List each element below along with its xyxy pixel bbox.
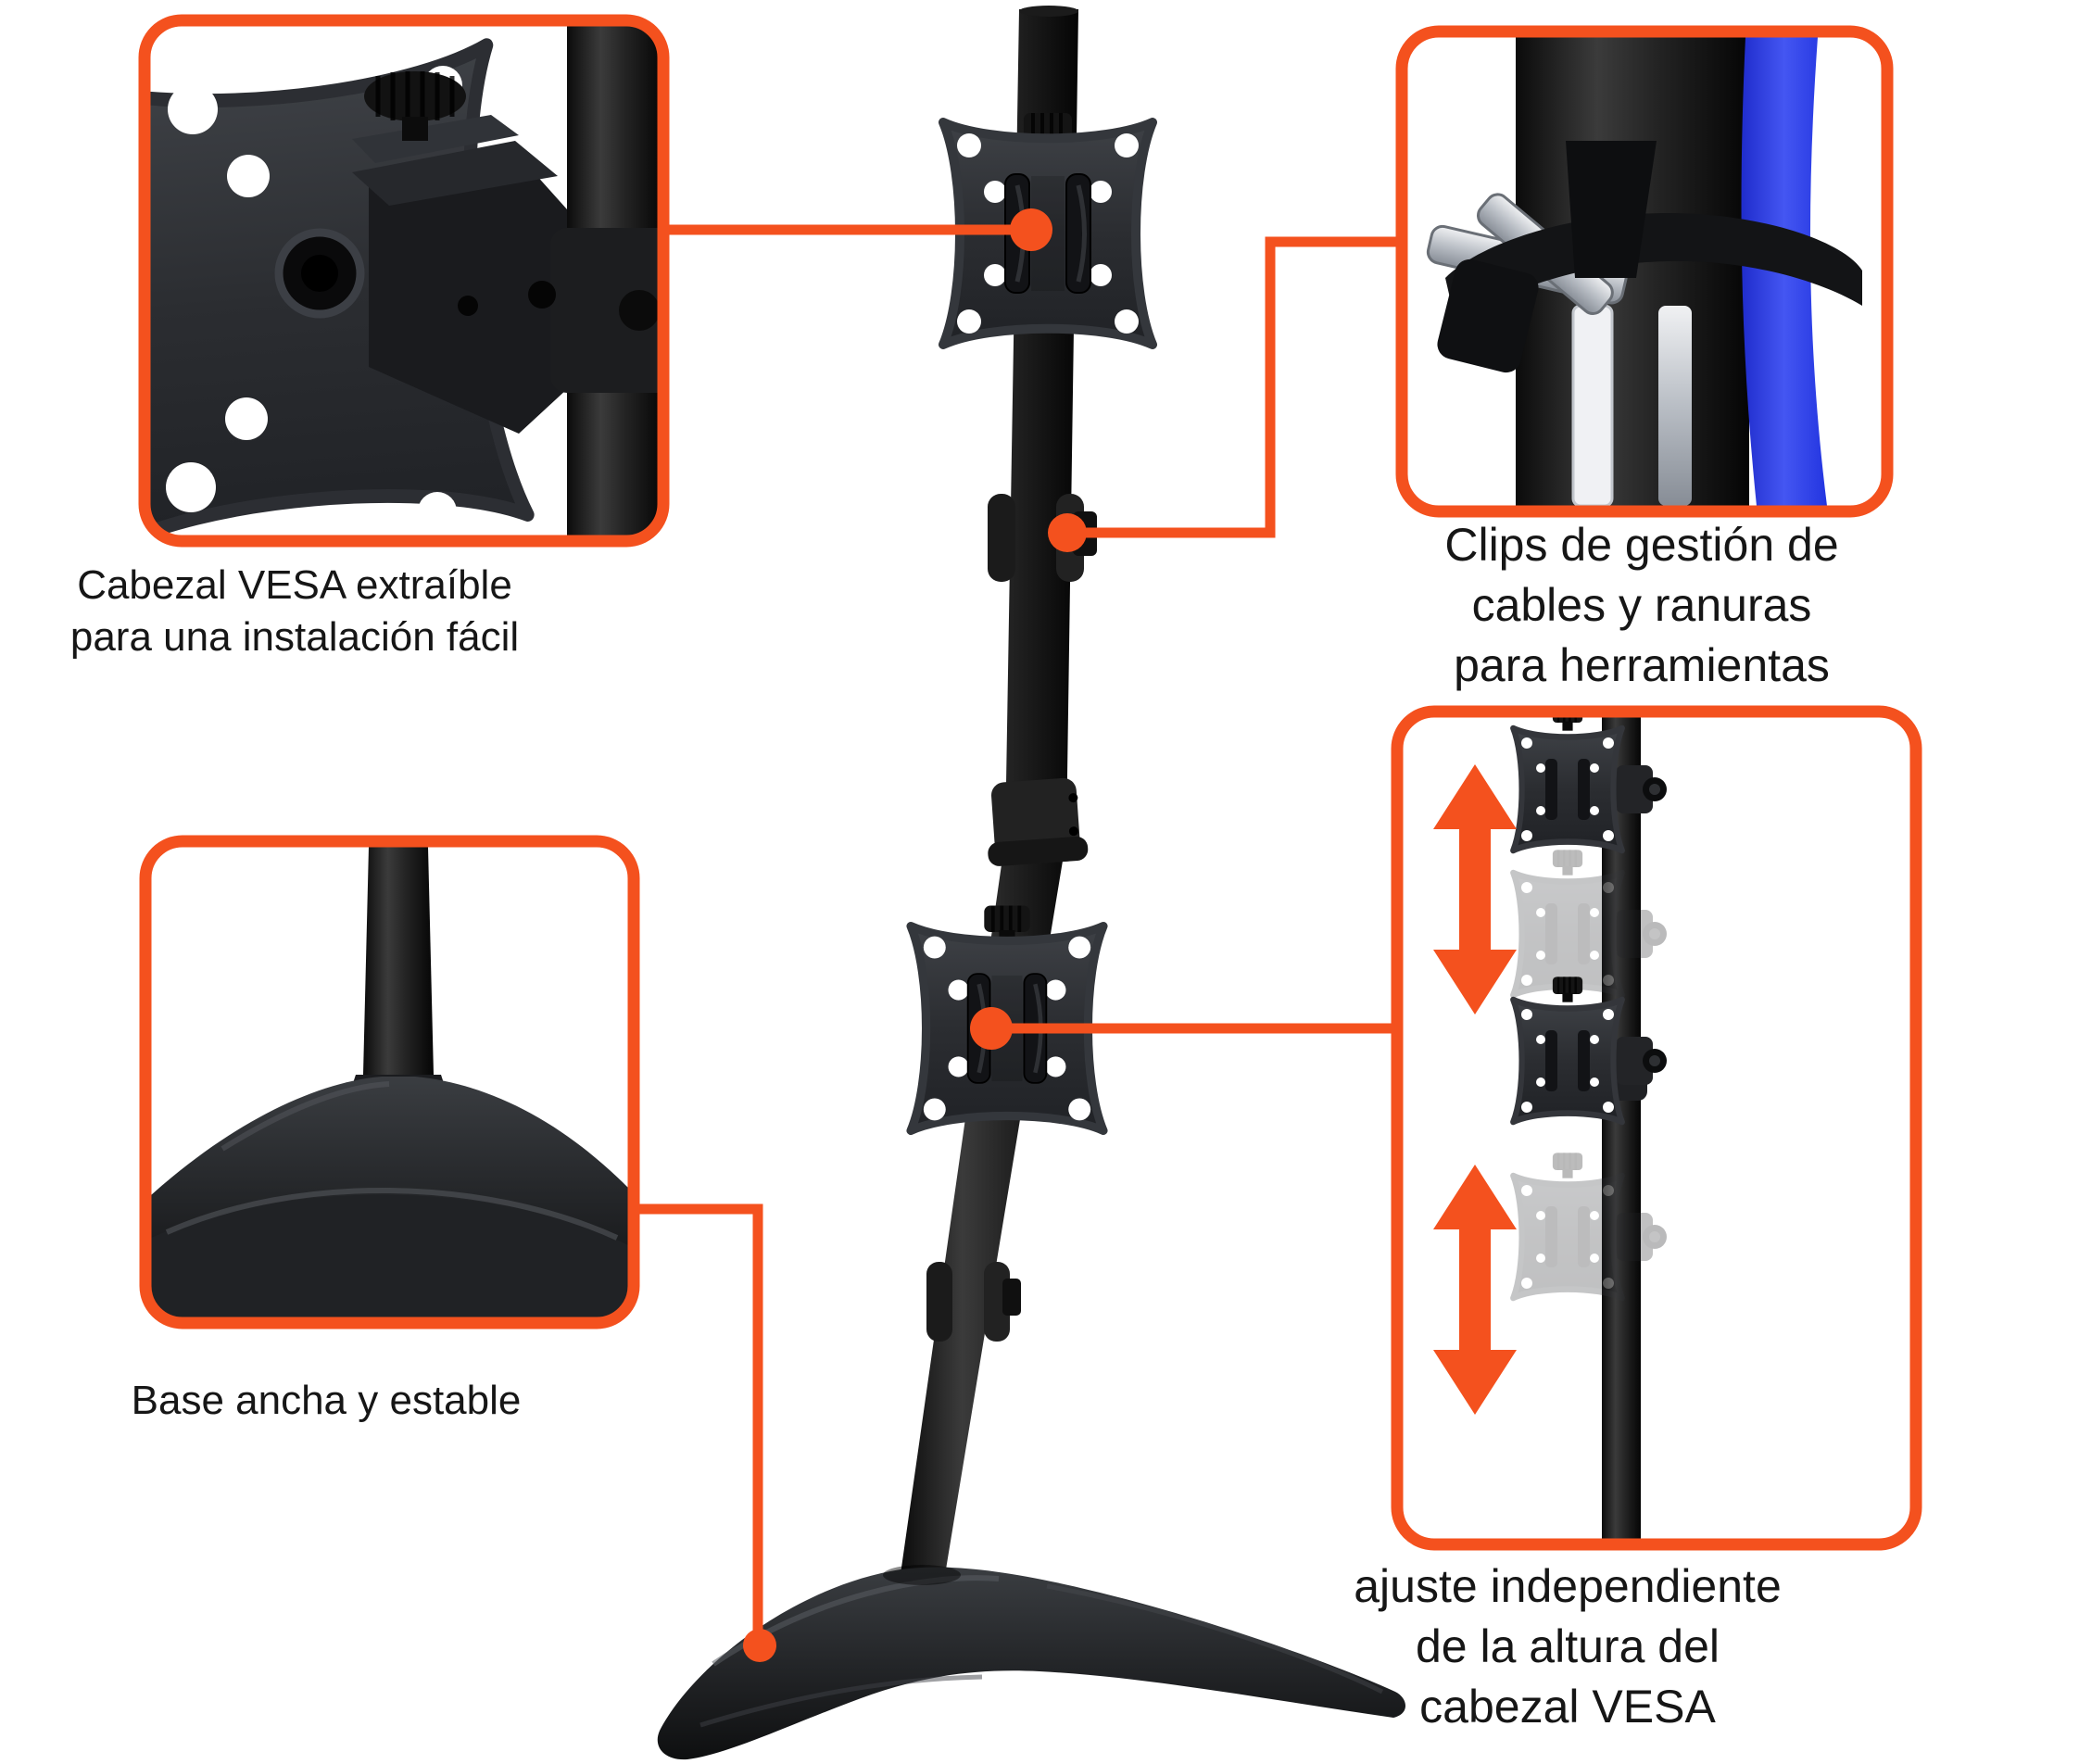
connector-cable-clips (1067, 236, 1402, 538)
callout-connectors (636, 224, 1402, 1642)
dot-base (743, 1629, 776, 1662)
caption-line: Clips de gestión de (1444, 519, 1839, 571)
pole-joint-collar (988, 777, 1089, 866)
caption-height-adjust: ajuste independiente de la altura del ca… (1354, 1556, 1782, 1737)
caption-line: Base ancha y estable (131, 1378, 522, 1423)
caption-line: de la altura del (1415, 1620, 1720, 1672)
stand-base (657, 1565, 1405, 1760)
caption-vesa-head: Cabezal VESA extraíble para una instalac… (70, 560, 519, 664)
caption-base: Base ancha y estable (132, 1375, 522, 1427)
callout-dots (743, 208, 1087, 1662)
caption-line: para herramientas (1454, 639, 1830, 691)
callout-box-height-adjust (1391, 705, 1922, 1551)
dot-cable-clips (1048, 513, 1087, 552)
callout-photo-height-adjust (1403, 717, 1910, 1539)
thumbscrew (364, 71, 466, 141)
callout-box-cable-clips (1395, 25, 1894, 518)
callout-box-vesa-head (138, 14, 670, 548)
caption-cable-clips: Clips de gestión de cables y ranuras par… (1444, 515, 1838, 696)
caption-line: cabezal VESA (1419, 1681, 1716, 1732)
callout-photo-cable-clips (1407, 37, 1882, 506)
dot-vesa-head (1010, 208, 1052, 251)
callout-box-base (139, 835, 640, 1329)
caption-line: ajuste independiente (1354, 1560, 1782, 1612)
callout-photo-vesa-head (150, 26, 658, 536)
callout-photo-base (151, 847, 628, 1317)
caption-line: cables y ranuras (1471, 579, 1812, 631)
cable-clip-lower (926, 1262, 1021, 1342)
product-monitor-stand (657, 6, 1405, 1760)
caption-line: Cabezal VESA extraíble (77, 562, 512, 608)
stand-pole (900, 9, 1078, 1581)
dot-height-adjust (970, 1007, 1013, 1050)
caption-line: para una instalación fácil (69, 614, 520, 661)
connector-base (636, 1203, 763, 1642)
